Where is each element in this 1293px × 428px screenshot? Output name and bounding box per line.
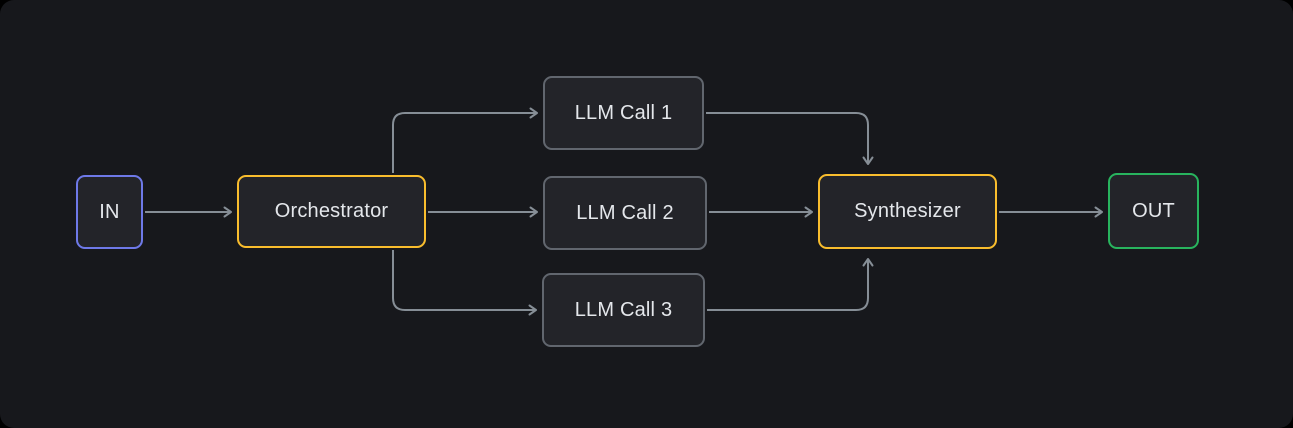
edge-orchestrator-llm-call-1 xyxy=(392,107,538,173)
node-llm-call-2: LLM Call 2 xyxy=(543,176,707,250)
node-out-label: OUT xyxy=(1132,199,1175,222)
node-in-label: IN xyxy=(99,200,120,223)
node-in: IN xyxy=(76,175,143,249)
node-orchestrator: Orchestrator xyxy=(237,175,426,248)
node-llm-call-1-label: LLM Call 1 xyxy=(574,101,673,124)
node-out: OUT xyxy=(1108,173,1199,249)
edge-orchestrator-llm-call-3 xyxy=(392,250,537,316)
node-synthesizer-label: Synthesizer xyxy=(854,200,961,222)
node-synthesizer: Synthesizer xyxy=(818,174,997,249)
node-llm-call-2-label: LLM Call 2 xyxy=(576,201,674,224)
edge-llm-call-1-synthesizer xyxy=(706,112,874,165)
node-llm-call-1: LLM Call 1 xyxy=(543,76,704,150)
node-orchestrator-label: Orchestrator xyxy=(274,200,389,222)
edge-llm-call-3-synthesizer xyxy=(707,258,874,311)
node-llm-call-3: LLM Call 3 xyxy=(542,273,705,347)
node-llm-call-3-label: LLM Call 3 xyxy=(574,298,673,321)
